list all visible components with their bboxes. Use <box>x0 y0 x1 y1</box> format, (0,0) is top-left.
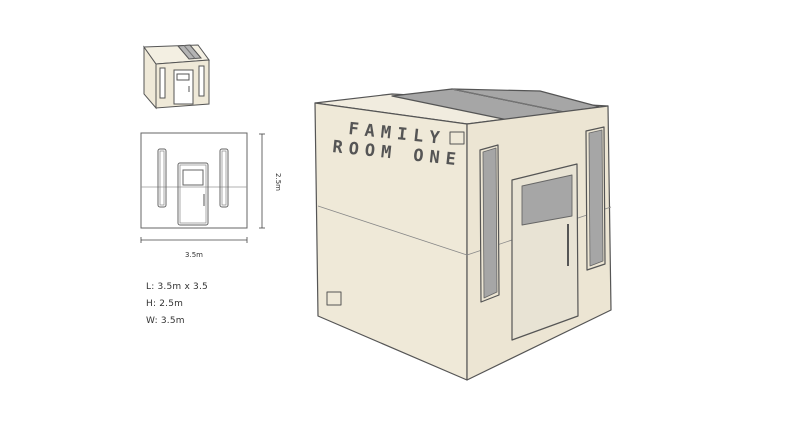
vent-top-right <box>449 131 465 145</box>
elevation-door-window <box>182 169 204 186</box>
vent-bottom-left <box>326 291 342 306</box>
elevation-window-right <box>219 148 229 208</box>
height-dimension-label: 2.5m <box>274 173 282 191</box>
spec-length: L: 3.5m x 3.5 <box>146 282 208 292</box>
main-building <box>314 88 612 381</box>
elevation-outline <box>140 132 248 229</box>
spec-width: W: 3.5m <box>146 316 185 326</box>
thumb-window-right <box>198 65 205 97</box>
thumb-window-left <box>159 67 166 99</box>
width-dimension-label: 3.5m <box>185 251 203 259</box>
elevation-door <box>177 162 209 226</box>
spec-height: H: 2.5m <box>146 299 183 309</box>
thumbnail-isometric <box>143 44 210 110</box>
dimension-lines <box>140 133 265 243</box>
door-window <box>521 174 573 226</box>
thumb-door-window <box>176 73 190 81</box>
elevation-window-left <box>157 148 167 208</box>
front-elevation <box>140 132 248 229</box>
